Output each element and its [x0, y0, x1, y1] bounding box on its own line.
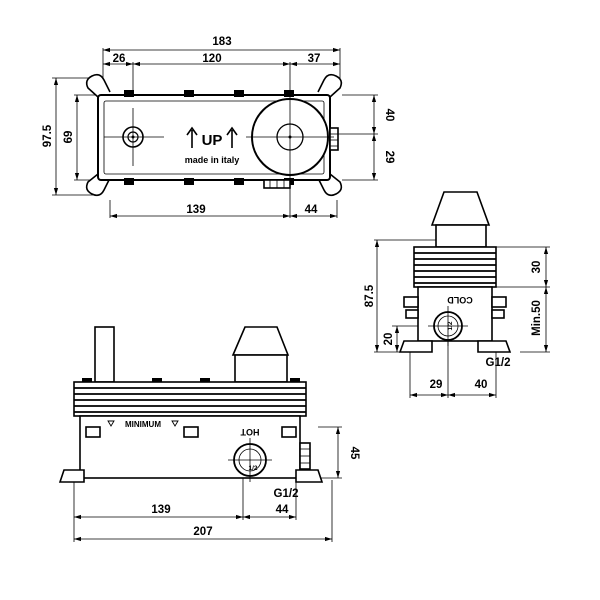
dim-overall-width: 183: [212, 36, 231, 48]
dim-bottom-right: 44: [305, 204, 318, 216]
dim-body-height: 69: [63, 131, 75, 144]
dim-inlet-height: 20: [383, 333, 395, 346]
dim-front-height: 45: [348, 447, 360, 460]
dim-top-section: 30: [531, 261, 543, 274]
dim-side-right-offset: 40: [475, 379, 488, 391]
front-inner-thread: 1/2: [248, 465, 257, 472]
dim-front-right: 44: [276, 504, 289, 516]
hot-label: HOT: [240, 427, 260, 437]
dim-front-left: 139: [151, 504, 170, 516]
minimum-label: MINIMUM: [125, 420, 161, 429]
up-label: UP: [202, 132, 223, 149]
front-view: MINIMUM HOT 1/2 G1/2 139 44 207 45: [58, 326, 360, 542]
top-view: UP made in italy 183 26 120 37 139 44 97…: [42, 36, 395, 219]
dim-bottom-left: 139: [186, 204, 205, 216]
dim-right-offset: 37: [308, 53, 321, 65]
cold-label: COLD: [447, 295, 473, 305]
front-thread-label: G1/2: [274, 488, 299, 500]
dim-min-depth: Min.50: [531, 300, 543, 336]
dim-lower-right: 29: [383, 151, 395, 164]
dim-front-total: 207: [193, 526, 212, 538]
dim-left-offset: 26: [113, 53, 126, 65]
side-view: 1/2 COLD 87.5 30 Min.50 20 29 40 G1/2: [364, 191, 550, 398]
dim-center-distance: 120: [202, 53, 221, 65]
side-inner-thread: 1/2: [447, 321, 454, 330]
side-thread-label: G1/2: [486, 357, 511, 369]
dim-side-left-offset: 29: [430, 379, 443, 391]
dim-total-height: 87.5: [364, 284, 376, 307]
dim-upper-right: 40: [383, 109, 395, 122]
made-in-label: made in italy: [185, 155, 240, 165]
dim-overall-height: 97.5: [42, 124, 54, 147]
